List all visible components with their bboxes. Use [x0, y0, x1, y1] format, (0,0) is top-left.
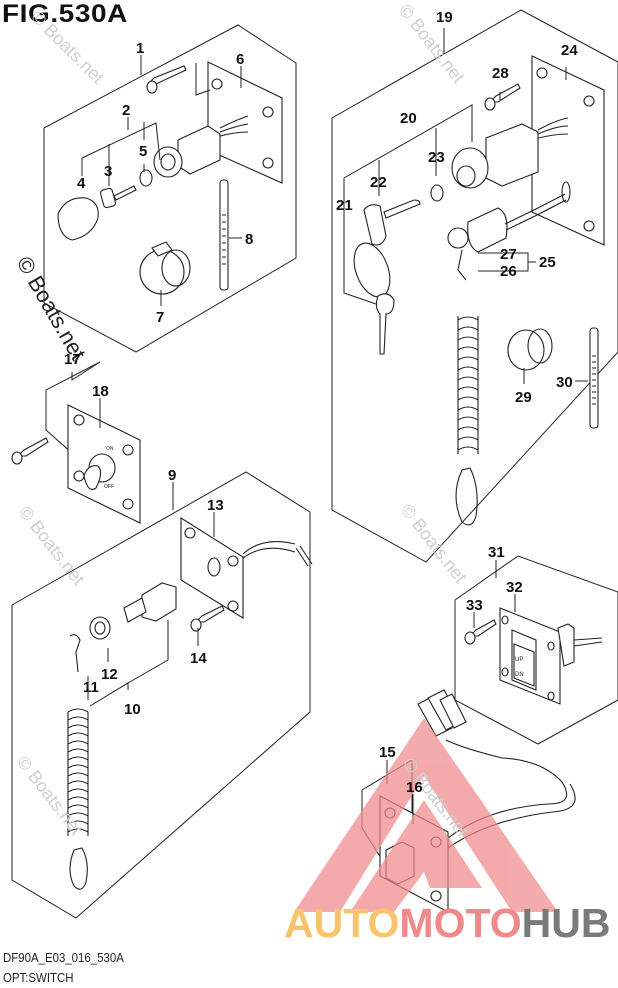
- screw-33: [464, 619, 497, 645]
- callout-4: 4: [77, 175, 86, 192]
- callout-14: 14: [190, 650, 207, 667]
- callout-22: 22: [370, 174, 387, 191]
- group-1-leaders: [81, 55, 242, 306]
- group-17-outline: [45, 361, 101, 463]
- copyright-watermark-main: © Boats.net: [12, 252, 91, 364]
- copyright-watermark-2: © Boats.net: [395, 0, 469, 87]
- trim-down-label: DN: [515, 672, 524, 678]
- washer-23: [430, 184, 444, 202]
- callout-8: 8: [245, 231, 253, 248]
- callout-32: 32: [506, 579, 523, 596]
- callout-29: 29: [515, 389, 532, 406]
- callout-12: 12: [101, 666, 118, 683]
- callout-7: 7: [156, 309, 164, 326]
- figure-code: DF90A_E03_016_530A: [3, 950, 124, 965]
- group-19-leaders: [343, 28, 588, 384]
- group-19-outline: [331, 9, 618, 563]
- copyright-watermark-3: © Boats.net: [15, 502, 89, 589]
- callout-10: 10: [124, 701, 141, 718]
- automotohub-logo-triangle: [294, 718, 558, 912]
- copyright-watermark-1: © Boats.net: [27, 7, 108, 88]
- callout-24: 24: [561, 42, 578, 59]
- lanyard-coil-11: [67, 634, 89, 890]
- callout-31: 31: [488, 544, 505, 561]
- callout-25: 25: [539, 254, 556, 271]
- callout-27: 27: [500, 246, 517, 263]
- copyright-watermark-4: © Boats.net: [397, 500, 471, 587]
- cap-7: [139, 241, 191, 295]
- brand-part-hub: HUB: [521, 900, 611, 946]
- callout-16: 16: [406, 779, 423, 796]
- mounting-plate-24: [531, 55, 605, 246]
- toggle-off-label: OFF: [104, 484, 114, 490]
- trim-switch-32: UP DN: [499, 607, 603, 705]
- callout-17: 17: [64, 351, 81, 368]
- key-22: [353, 199, 421, 355]
- callout-23: 23: [428, 149, 445, 166]
- callout-3: 3: [104, 163, 112, 180]
- callout-13: 13: [207, 497, 224, 514]
- key-3: [99, 185, 137, 209]
- callout-2: 2: [122, 102, 130, 119]
- callout-18: 18: [92, 383, 109, 400]
- stop-switch-25: [447, 181, 571, 281]
- callout-21: 21: [336, 197, 353, 214]
- automotohub-logo-text: AUTOMOTOHUB: [284, 900, 611, 947]
- toggle-plate-18: ON OFF: [67, 404, 141, 524]
- callout-15: 15: [379, 744, 396, 761]
- figure-title: FIG.530A: [2, 0, 128, 28]
- group-31-leaders: [473, 560, 516, 628]
- callout-6: 6: [236, 51, 244, 68]
- stop-switch-plate-13: [180, 517, 313, 619]
- screw-14: [190, 605, 225, 632]
- lanyard-coil-26: [455, 316, 479, 526]
- trim-up-label: UP: [515, 657, 523, 663]
- callout-26: 26: [500, 263, 517, 280]
- screw-icon: [146, 65, 187, 94]
- ignition-switch-20: [451, 117, 569, 189]
- brand-part-moto: MOTO: [399, 900, 522, 946]
- callout-5: 5: [139, 143, 147, 160]
- washer-5: [139, 169, 153, 187]
- group-17-leaders: [71, 361, 101, 428]
- callout-11: 11: [83, 679, 99, 696]
- cable-tie-30: [589, 327, 599, 429]
- cap-29: [507, 328, 553, 371]
- mounting-plate-6: [207, 61, 283, 184]
- brand-part-auto: AUTO: [284, 900, 400, 946]
- stop-switch-body-10: [89, 582, 177, 640]
- callout-30: 30: [556, 374, 573, 391]
- toggle-on-label: ON: [106, 446, 114, 452]
- group-9-leaders: [87, 482, 215, 707]
- screw-17: [11, 437, 49, 465]
- key-cover-4: [57, 197, 99, 241]
- figure-caption: OPT:SWITCH: [3, 970, 74, 985]
- callout-1: 1: [136, 40, 144, 57]
- callout-9: 9: [168, 467, 176, 484]
- callout-19: 19: [436, 9, 453, 26]
- group-1-outline: [43, 24, 297, 353]
- cable-tie-8: [219, 179, 229, 291]
- ignition-switch-body: [153, 115, 249, 178]
- callout-33: 33: [466, 597, 483, 614]
- callout-28: 28: [492, 65, 509, 82]
- group-9-outline: [11, 471, 311, 919]
- callout-20: 20: [400, 110, 417, 127]
- screw-28: [484, 83, 521, 111]
